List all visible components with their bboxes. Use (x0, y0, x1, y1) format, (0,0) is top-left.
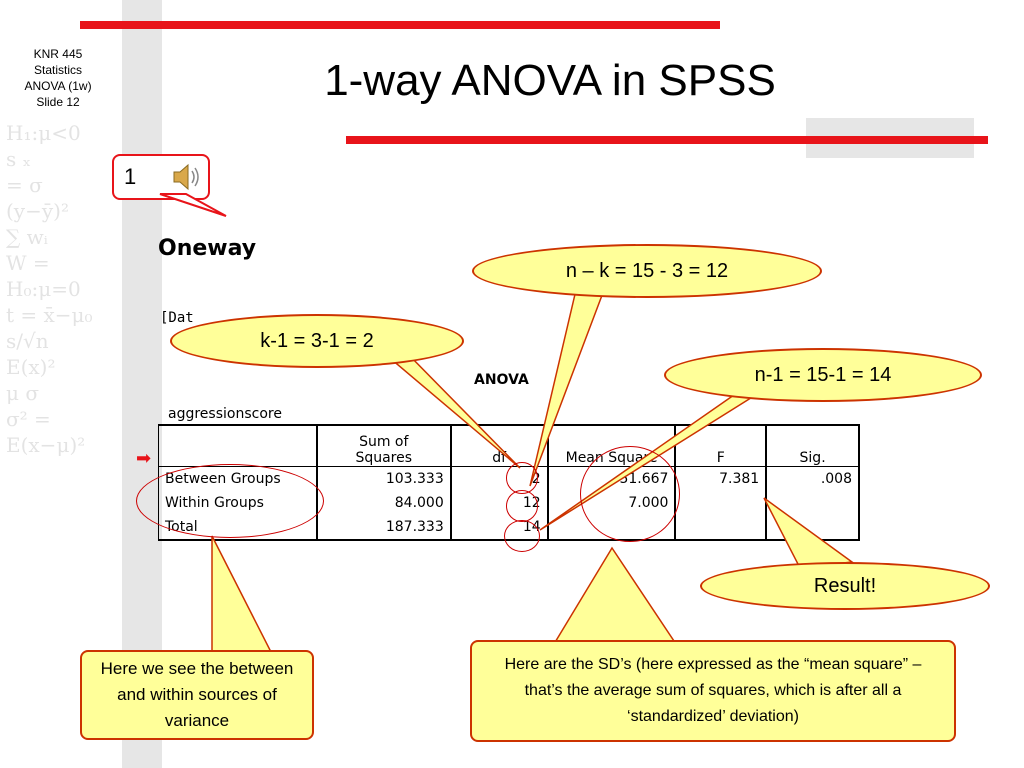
topic-label: ANOVA (1w) (24, 79, 92, 93)
speaker-icon[interactable] (170, 160, 204, 194)
red-arrow-icon: ➡ (136, 448, 152, 468)
pointer-result (763, 497, 854, 569)
pointer-sd (552, 546, 678, 645)
subject-label: Statistics (33, 63, 82, 77)
highlight-ring-df-total (504, 520, 540, 552)
callout-result: Result! (700, 562, 990, 610)
pointer-k1 (375, 347, 521, 469)
slide-info: KNR 445 Statistics ANOVA (1w) Slide 12 (8, 46, 108, 110)
title-red-rule (346, 136, 988, 144)
cell-f (674, 491, 767, 515)
top-red-rule (80, 21, 720, 29)
pointer-audio (159, 193, 227, 217)
header-source (157, 424, 317, 467)
cell-ss: 103.333 (315, 466, 451, 491)
header-ss-line1: Sum of (359, 434, 409, 450)
spss-table-title: ANOVA (474, 372, 529, 388)
cell-ss: 187.333 (315, 515, 451, 541)
course-label: KNR 445 (33, 47, 83, 61)
pointer-sources (211, 535, 274, 655)
callout-n-minus-1: n-1 = 15-1 = 14 (664, 348, 982, 402)
slide-number: Slide 12 (36, 95, 80, 109)
header-ss-line2: Squares (355, 450, 413, 466)
highlight-ring-mean-square (580, 446, 680, 542)
callout-k-minus-1: k-1 = 3-1 = 2 (170, 314, 464, 368)
spss-dataset-label: [Dat (160, 310, 194, 326)
spss-variable-name: aggressionscore (168, 406, 282, 422)
highlight-ring-df-within (506, 490, 538, 522)
callout-n-minus-k: n – k = 15 - 3 = 12 (472, 244, 822, 298)
header-sum-of-squares: Sum of Squares (315, 424, 451, 467)
cell-sig: .008 (765, 466, 860, 491)
left-gray-band (122, 0, 162, 768)
callout-sources-of-variance: Here we see the between and within sourc… (80, 650, 314, 740)
cell-f (674, 515, 767, 541)
audio-badge[interactable]: 1 (112, 154, 210, 200)
callout-mean-square-explanation: Here are the SD’s (here expressed as the… (470, 640, 956, 742)
spss-heading: Oneway (158, 236, 257, 261)
pointer-nk (529, 289, 606, 487)
audio-badge-number: 1 (124, 164, 137, 189)
highlight-ring-sources (136, 464, 324, 538)
slide-title: 1-way ANOVA in SPSS (324, 56, 776, 105)
header-sig: Sig. (765, 424, 860, 467)
